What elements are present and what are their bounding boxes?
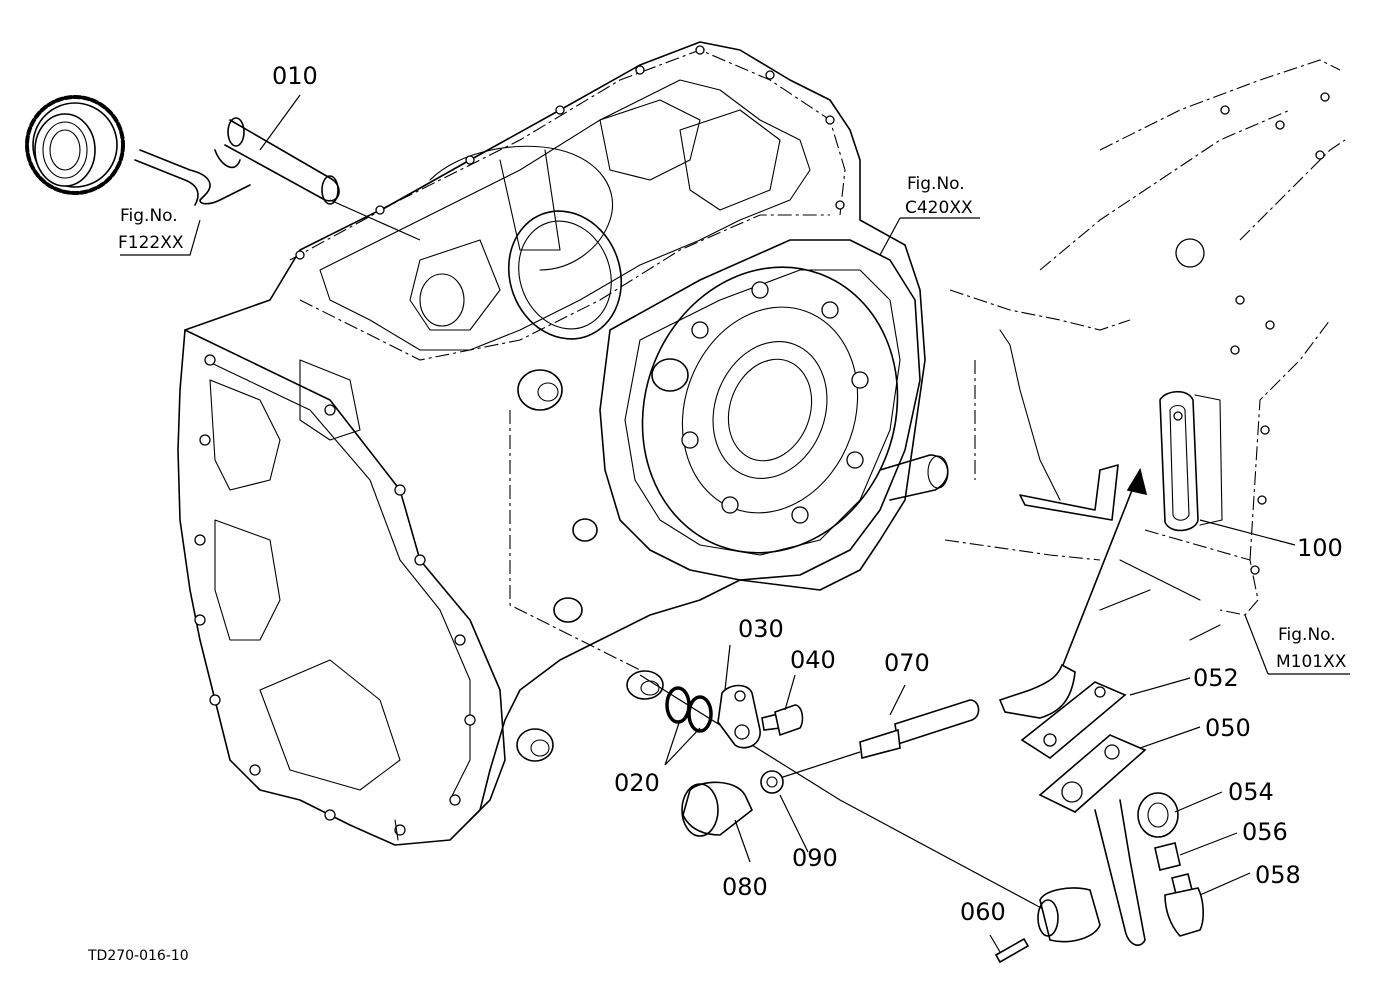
part-080-knob	[681, 781, 753, 837]
part-030-plate	[717, 684, 761, 749]
fig-ref-m101-title: Fig.No.	[1278, 625, 1336, 645]
part-labels: 010 030 040 070 052 050 054 056 058 060 …	[272, 62, 1343, 926]
part-060-pin	[994, 937, 1030, 964]
fig-ref-c420-title: Fig.No.	[907, 174, 965, 194]
figure-references: Fig.No. F122XX Fig.No. C420XX Fig.No. M1…	[118, 174, 1347, 672]
part-010-shaft	[134, 117, 340, 206]
label-100: 100	[1297, 534, 1343, 562]
part-040-bolt	[761, 704, 804, 737]
drawing-code: TD270-016-10	[87, 948, 189, 964]
label-080: 080	[722, 873, 768, 901]
label-058: 058	[1255, 861, 1301, 889]
label-060: 060	[960, 898, 1006, 926]
label-020: 020	[614, 769, 660, 797]
part-070-pipe	[859, 699, 980, 760]
label-070: 070	[884, 649, 930, 677]
label-040: 040	[790, 646, 836, 674]
gear-icon	[25, 95, 125, 195]
assembly-lines	[329, 199, 1148, 911]
label-leaders	[120, 94, 1350, 953]
label-010: 010	[272, 62, 318, 90]
label-050: 050	[1205, 714, 1251, 742]
label-090: 090	[792, 844, 838, 872]
part-056-sleeve	[1154, 842, 1181, 871]
part-020-o-rings	[665, 686, 713, 733]
fig-ref-m101-code: M101XX	[1276, 652, 1347, 672]
fig-ref-c420-code: C420XX	[905, 198, 973, 218]
frame-m101	[944, 59, 1346, 641]
label-054: 054	[1228, 778, 1274, 806]
part-052-elbow	[998, 663, 1127, 759]
fig-ref-f122-title: Fig.No.	[120, 206, 178, 226]
label-052: 052	[1193, 664, 1239, 692]
fig-ref-f122-code: F122XX	[118, 233, 184, 253]
part-100-sight-gauge	[1159, 390, 1223, 532]
part-058-connector	[1164, 873, 1204, 937]
part-050-bracket-pipe	[1037, 734, 1147, 946]
part-054-fitting	[1137, 792, 1179, 838]
part-090-nut	[760, 770, 784, 794]
transmission-case	[177, 41, 949, 846]
label-030: 030	[738, 615, 784, 643]
label-056: 056	[1242, 818, 1288, 846]
